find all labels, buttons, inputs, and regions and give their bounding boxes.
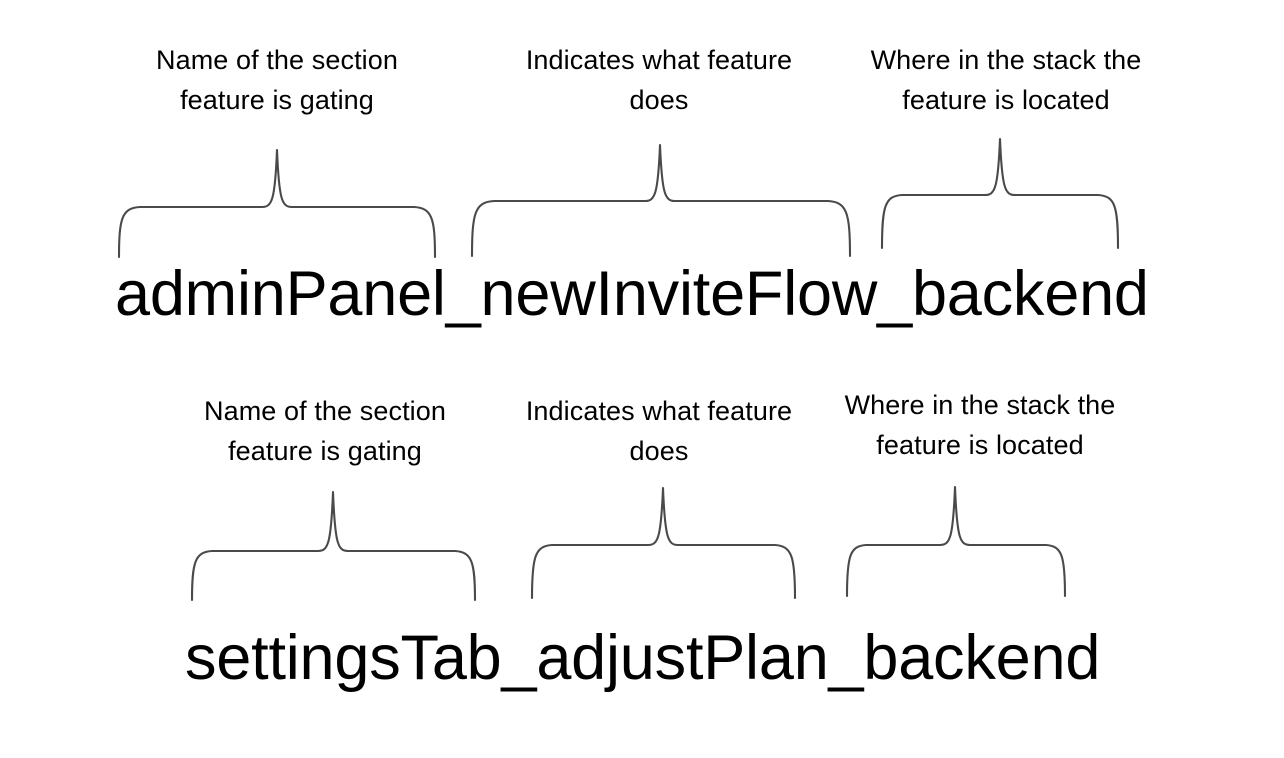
feature-flag-name-example-2: settingsTab_adjustPlan_backend [185, 623, 1101, 693]
annotation-example-2-segment-1: Name of the section feature is gating [203, 396, 447, 466]
brace-row1-seg1 [117, 148, 437, 259]
annotation-example-1-segment-3: Where in the stack the feature is locate… [870, 45, 1142, 115]
annotation-example-2-segment-3: Where in the stack the feature is locate… [844, 390, 1116, 460]
annotation-example-1-segment-1: Name of the section feature is gating [155, 45, 399, 115]
brace-row2-seg3 [845, 485, 1067, 598]
brace-row1-seg2 [470, 143, 852, 258]
brace-row1-seg3 [880, 137, 1120, 250]
feature-flag-name-example-1: adminPanel_newInviteFlow_backend [115, 259, 1149, 329]
brace-row2-seg2 [530, 486, 797, 600]
annotation-example-2-segment-2: Indicates what feature does [525, 396, 793, 466]
annotation-example-1-segment-2: Indicates what feature does [525, 45, 793, 115]
brace-row2-seg1 [190, 490, 477, 602]
